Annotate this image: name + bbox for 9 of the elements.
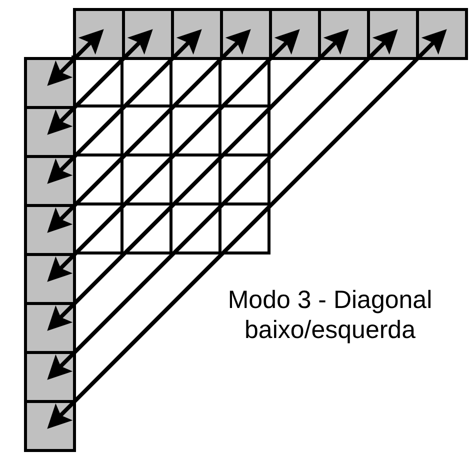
- arrow: [47, 29, 251, 233]
- arrow: [47, 29, 398, 380]
- arrow: [47, 29, 104, 86]
- mode-caption: Modo 3 - Diagonal baixo/esquerda: [226, 285, 434, 345]
- arrow: [47, 29, 202, 184]
- arrow: [47, 29, 447, 429]
- arrow: [47, 29, 153, 135]
- arrow: [47, 29, 300, 282]
- arrow: [47, 29, 349, 331]
